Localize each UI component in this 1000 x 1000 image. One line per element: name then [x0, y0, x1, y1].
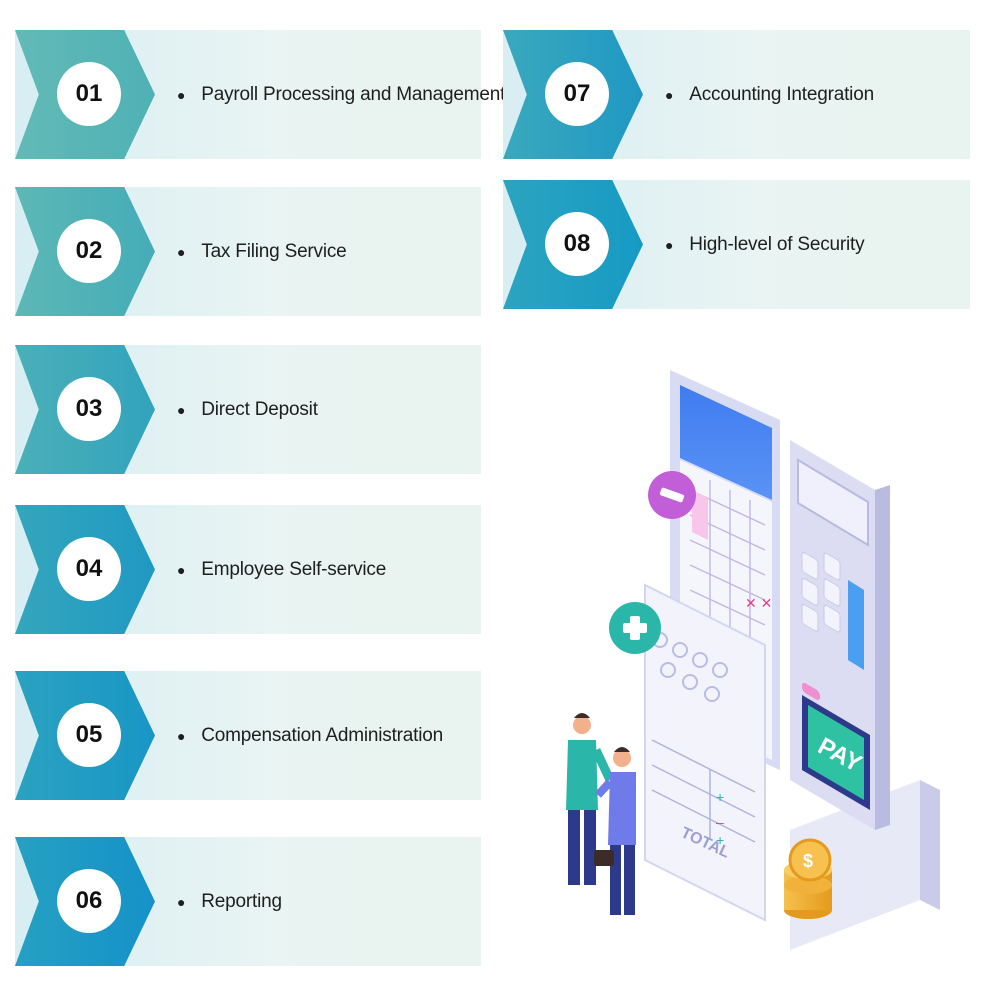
service-label: High-level of Security: [689, 233, 865, 255]
svg-text:✕ ✕: ✕ ✕: [745, 595, 772, 611]
service-label: Reporting: [201, 890, 282, 912]
service-item-05: 05 ● Compensation Administration: [15, 671, 481, 800]
bullet-icon: ●: [177, 561, 186, 578]
businessman-left-icon: [566, 713, 615, 885]
step-number: 06: [57, 868, 121, 933]
step-number: 07: [545, 61, 609, 126]
coin-symbol: $: [803, 851, 813, 871]
bullet-icon: ●: [665, 236, 674, 253]
service-label-wrap: ● Reporting: [177, 837, 282, 966]
bullet-icon: ●: [665, 86, 674, 103]
step-number: 04: [57, 536, 121, 601]
service-item-04: 04 ● Employee Self-service: [15, 505, 481, 634]
service-label: Payroll Processing and Management: [201, 83, 506, 105]
service-item-06: 06 ● Reporting: [15, 837, 481, 966]
service-label: Employee Self-service: [201, 558, 387, 580]
service-label: Accounting Integration: [689, 83, 874, 105]
service-label-wrap: ● Accounting Integration: [665, 30, 874, 159]
service-label-wrap: ● Tax Filing Service: [177, 187, 347, 316]
bullet-icon: ●: [177, 727, 186, 744]
service-label-wrap: ● High-level of Security: [665, 180, 865, 309]
bullet-icon: ●: [177, 401, 186, 418]
businessman-right-icon: [594, 747, 636, 915]
svg-text:+: +: [716, 789, 724, 805]
service-label: Direct Deposit: [201, 398, 318, 420]
step-number: 08: [545, 211, 609, 276]
service-label: Compensation Administration: [201, 724, 443, 746]
minus-badge-icon: [648, 471, 696, 519]
service-label: Tax Filing Service: [201, 240, 347, 262]
step-number: 03: [57, 376, 121, 441]
step-number: 02: [57, 218, 121, 283]
service-item-03: 03 ● Direct Deposit: [15, 345, 481, 474]
service-label-wrap: ● Payroll Processing and Management: [177, 30, 505, 159]
service-item-08: 08 ● High-level of Security: [503, 180, 970, 309]
service-item-02: 02 ● Tax Filing Service: [15, 187, 481, 316]
payroll-illustration: ✕ ✕ PAY: [566, 370, 940, 950]
step-number: 05: [57, 702, 121, 767]
plus-badge-icon: [609, 602, 661, 654]
bullet-icon: ●: [177, 86, 186, 103]
svg-text:+: +: [716, 832, 724, 848]
service-label-wrap: ● Compensation Administration: [177, 671, 443, 800]
calculator-icon: PAY: [790, 440, 890, 830]
svg-text:–: –: [716, 814, 724, 830]
receipt-icon: + – + TOTAL: [644, 583, 766, 922]
bullet-icon: ●: [177, 243, 186, 260]
service-label-wrap: ● Direct Deposit: [177, 345, 318, 474]
service-item-01: 01 ● Payroll Processing and Management: [15, 30, 505, 159]
coin-stack-icon: $: [784, 838, 832, 919]
bullet-icon: ●: [177, 893, 186, 910]
service-label-wrap: ● Employee Self-service: [177, 505, 386, 634]
service-item-07: 07 ● Accounting Integration: [503, 30, 970, 159]
step-number: 01: [57, 61, 121, 126]
